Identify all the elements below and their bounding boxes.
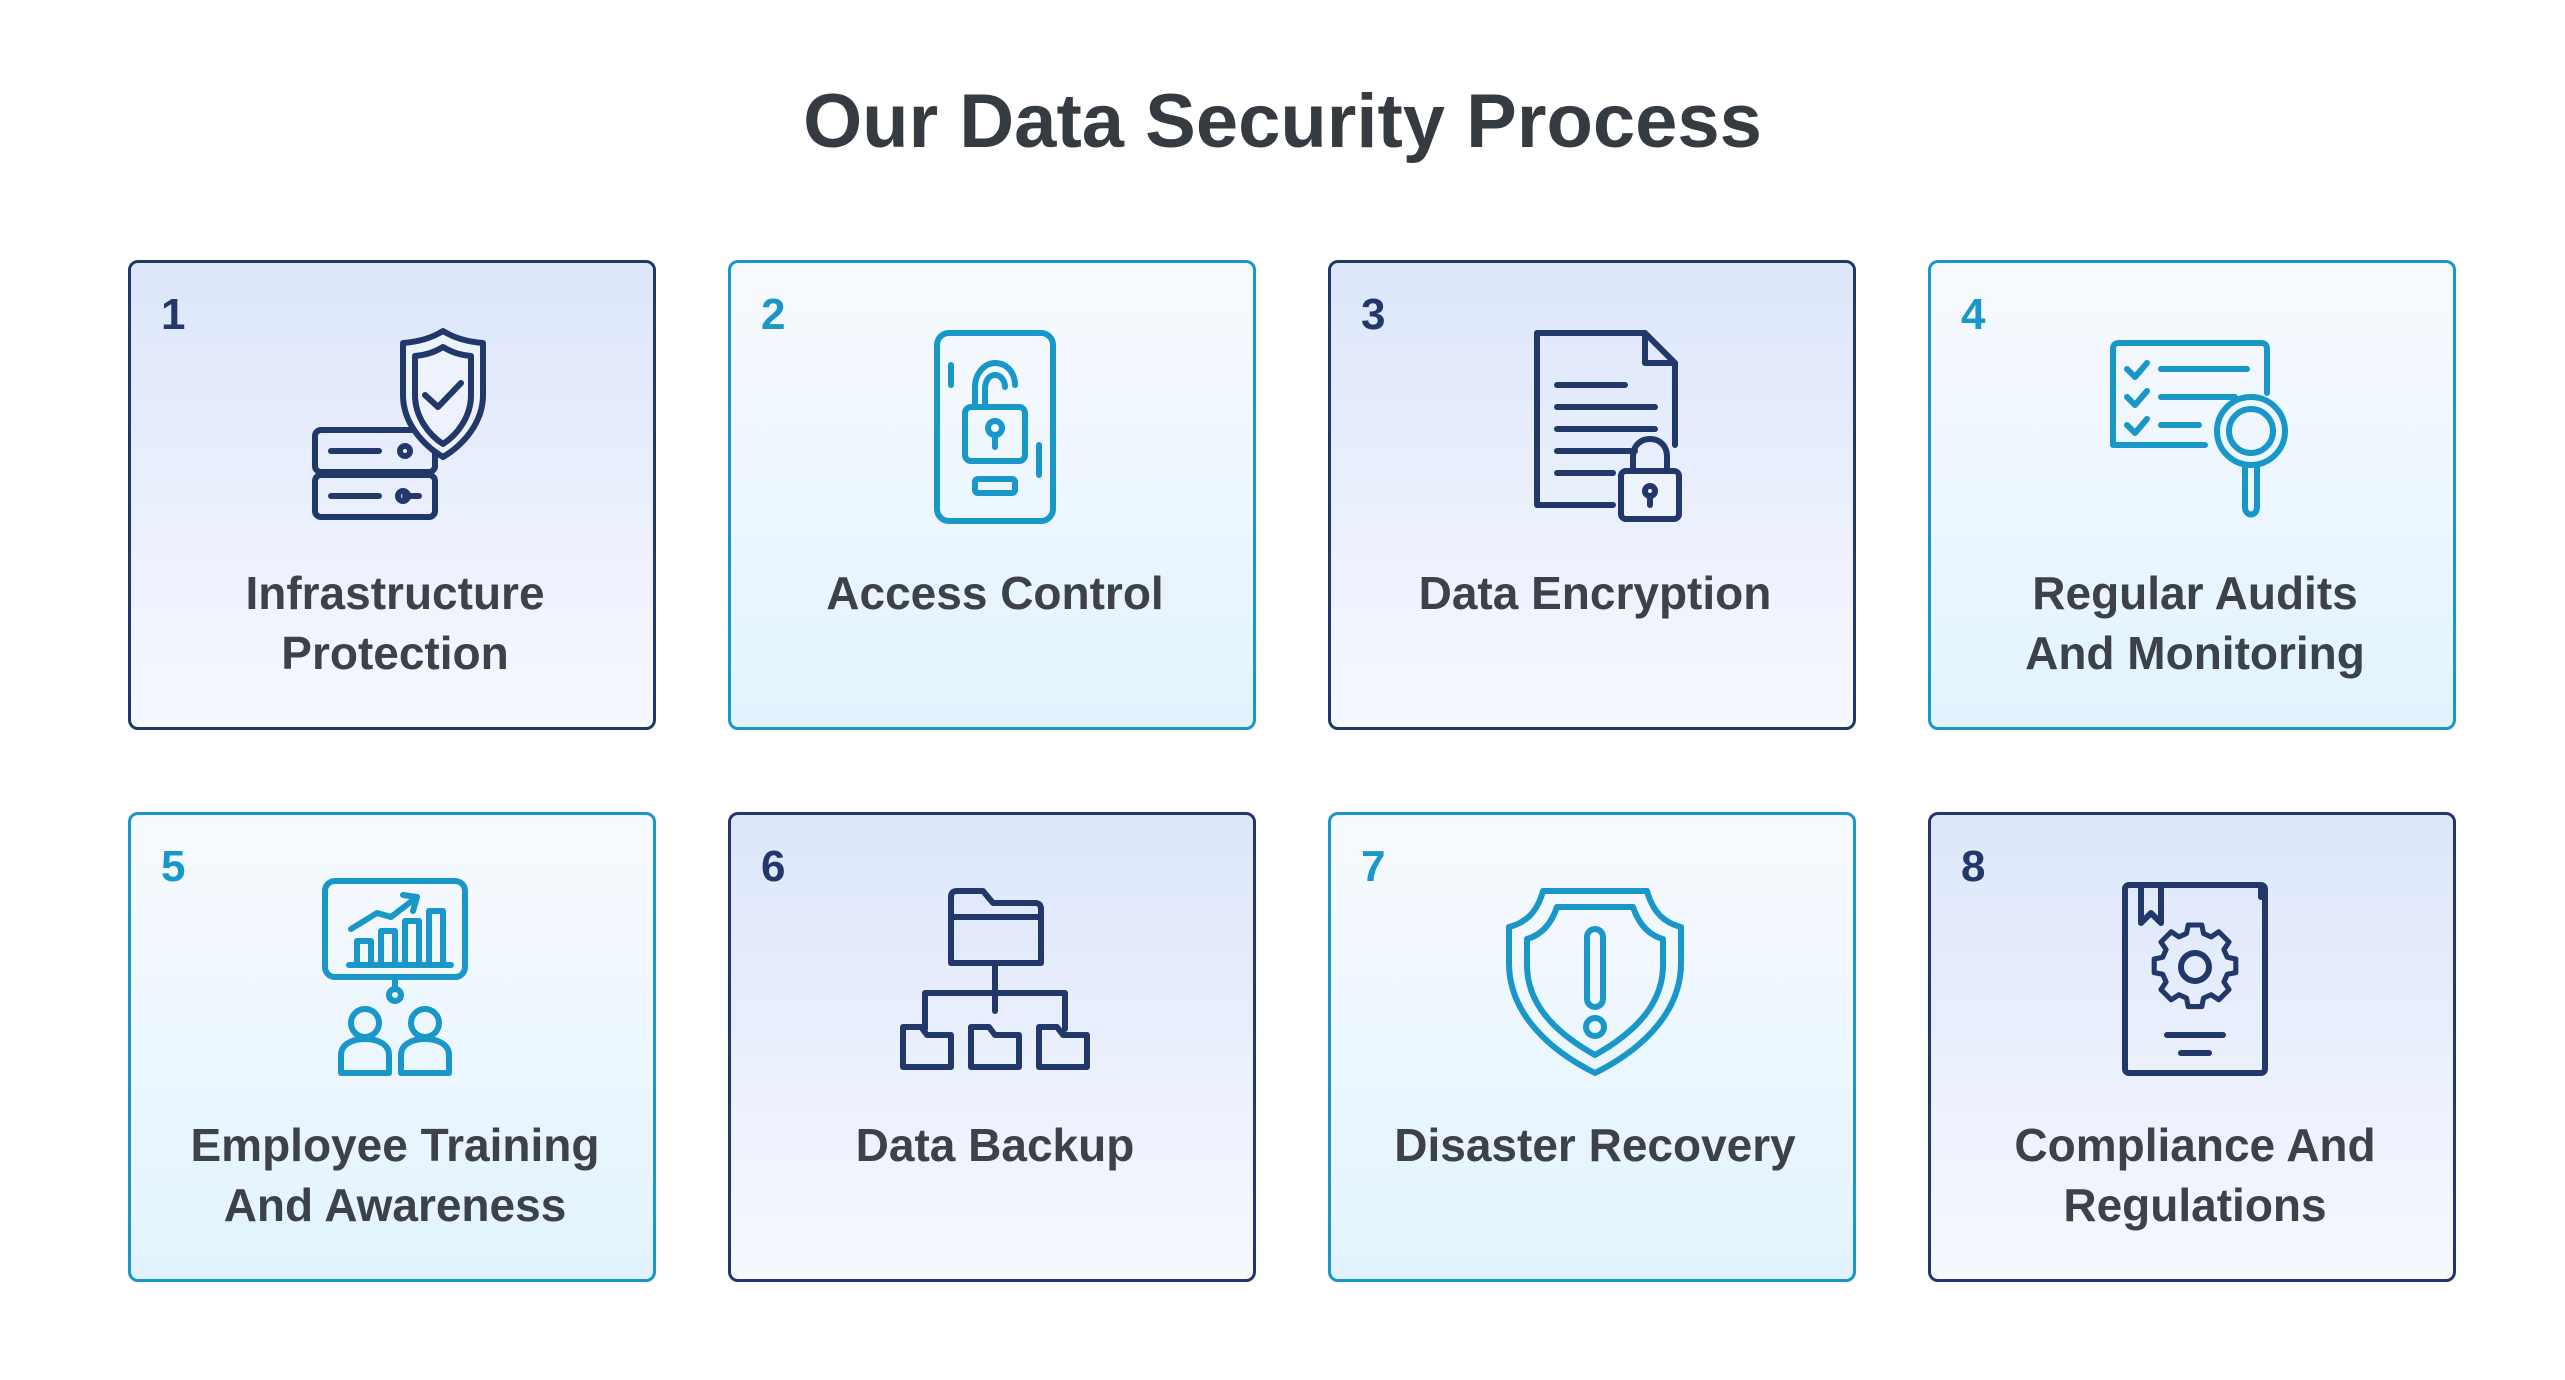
checklist-magnifier-icon [2095, 325, 2295, 525]
page-title: Our Data Security Process [803, 79, 1762, 164]
card-regular-audits: 4 Regular Audits And Monitoring [1928, 260, 2456, 730]
card-label: Compliance And Regulations [2014, 1119, 2376, 1231]
step-number: 3 [1361, 290, 1386, 339]
card-access-control: 2 Access Control [728, 260, 1256, 730]
step-number: 5 [161, 842, 186, 891]
card-label: Disaster Recovery [1394, 1119, 1796, 1171]
card-disaster-recovery: 7 Disaster Recovery [1328, 812, 1856, 1282]
step-number: 4 [1961, 290, 1986, 339]
card-label: Infrastructure Protection [245, 567, 545, 679]
card-label: Data Backup [855, 1119, 1135, 1171]
step-number: 7 [1361, 842, 1386, 891]
card-label: Employee Training And Awareness [190, 1119, 600, 1231]
card-label: Access Control [826, 567, 1164, 619]
step-number: 8 [1961, 842, 1986, 891]
step-number: 2 [761, 290, 786, 339]
card-data-encryption: 3 Data Encryption [1328, 260, 1856, 730]
card-data-backup: 6 Data Backup [728, 812, 1256, 1282]
card-compliance: 8 Compliance And Regulations [1928, 812, 2456, 1282]
step-number: 6 [761, 842, 786, 891]
shield-warning-icon [1495, 877, 1695, 1077]
card-infrastructure-protection: 1 Infrastructure Protection [128, 260, 656, 730]
document-lock-icon [1495, 325, 1695, 525]
folder-hierarchy-icon [895, 877, 1095, 1077]
server-shield-icon [295, 325, 495, 525]
presentation-board-people-icon [295, 877, 495, 1077]
phone-padlock-icon [895, 325, 1095, 525]
step-number: 1 [161, 290, 186, 339]
book-gear-icon [2095, 877, 2295, 1077]
card-employee-training: 5 Employee Training And Awareness [128, 812, 656, 1282]
card-label: Regular Audits And Monitoring [2025, 567, 2365, 679]
card-label: Data Encryption [1418, 567, 1772, 619]
